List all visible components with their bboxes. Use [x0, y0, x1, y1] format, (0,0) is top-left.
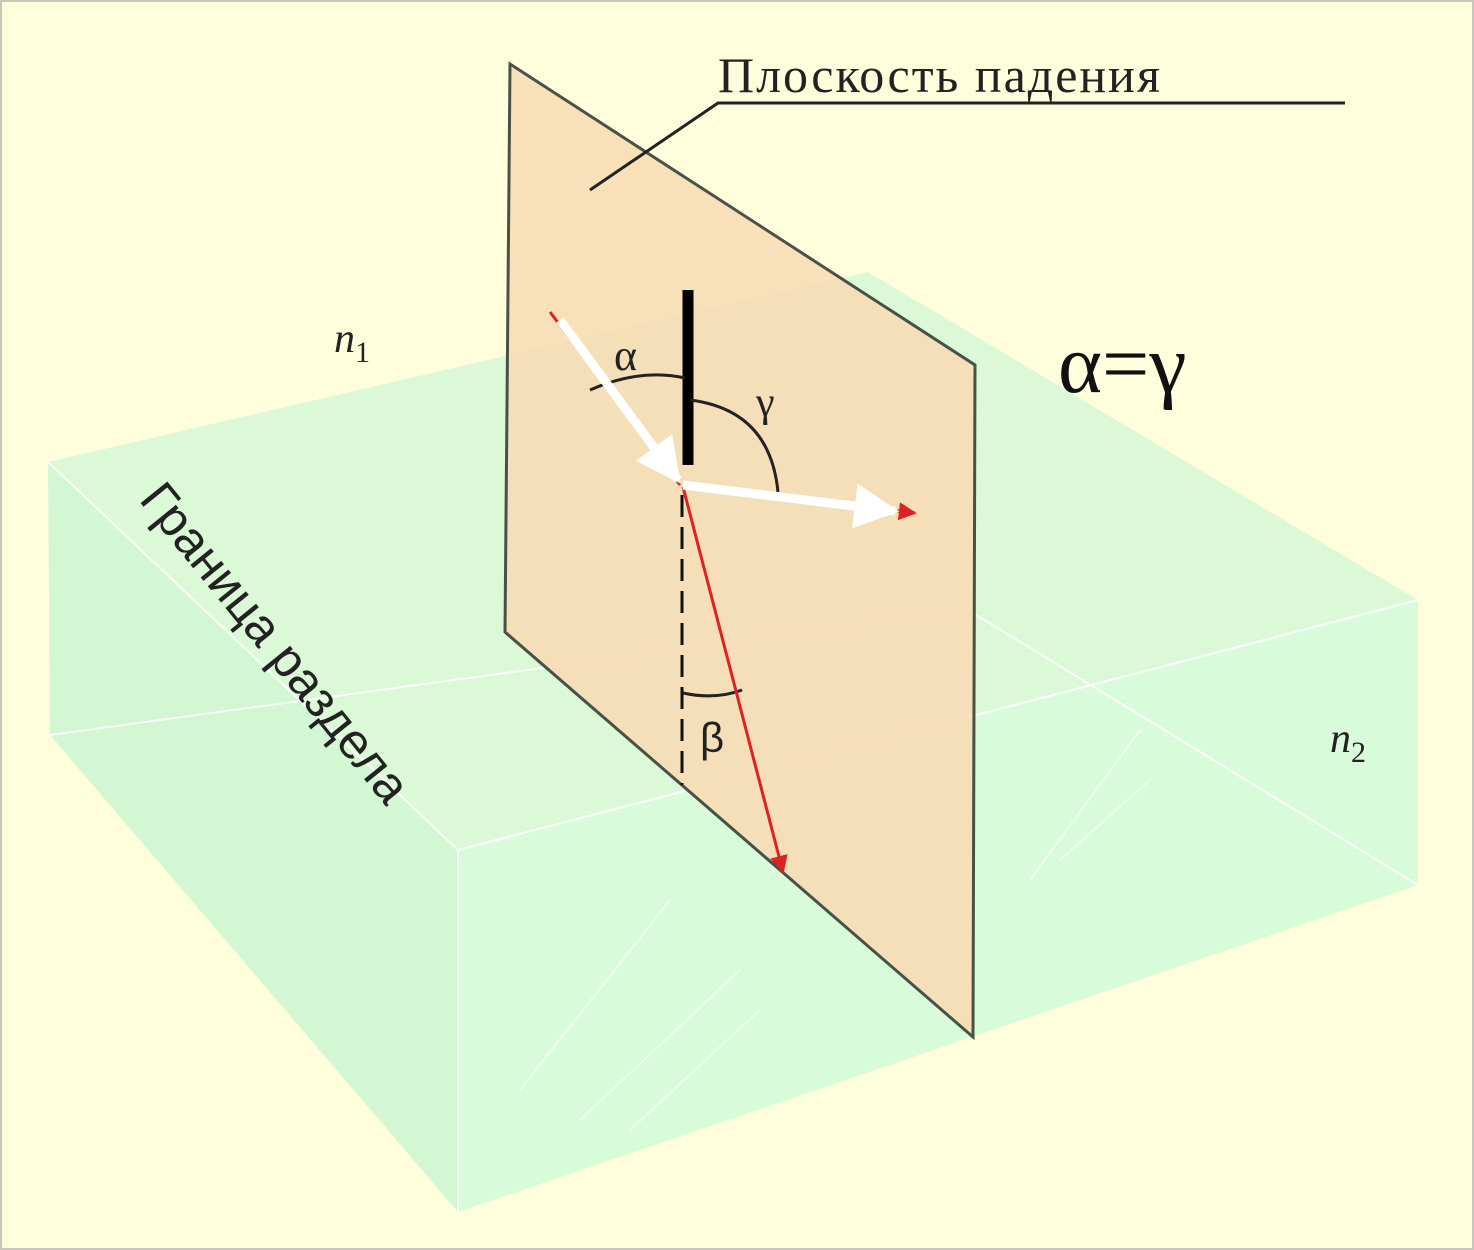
alpha-arc: [589, 373, 686, 392]
reflected-arrow-white: [682, 480, 900, 529]
incident-arrow-white: [556, 317, 682, 484]
medium2-label: n2: [1330, 716, 1366, 769]
plane-label: Плоскость падения: [718, 47, 1162, 103]
refracted-ray-red: [681, 486, 788, 874]
alpha-label: α: [614, 331, 637, 380]
gamma-label: γ: [755, 380, 775, 426]
law-label: α=γ: [1058, 318, 1187, 411]
gamma-arc: [689, 398, 780, 493]
medium1-label: n1: [334, 316, 370, 369]
plane-label-leader: [589, 101, 1345, 192]
beta-label: β: [700, 714, 724, 761]
block-left-face: [48, 462, 458, 1212]
plane-of-incidence: [503, 61, 977, 1041]
